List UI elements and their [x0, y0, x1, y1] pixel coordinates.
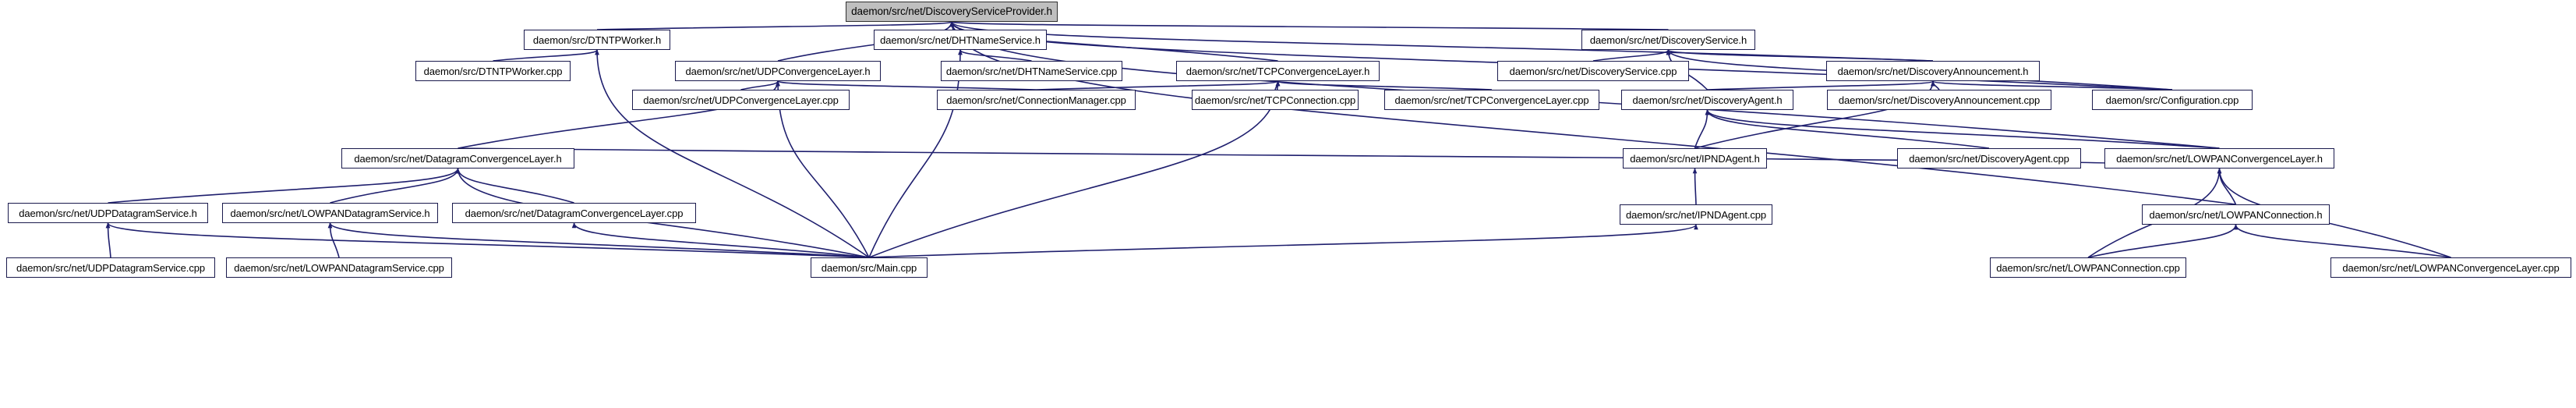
graph-edge: [2233, 224, 2451, 258]
graph-node[interactable]: daemon/src/net/TCPConvergenceLayer.cpp: [1384, 90, 1599, 110]
graph-edge: [1931, 80, 1940, 90]
graph-edge: [949, 21, 1934, 62]
graph-edge: [2087, 224, 2239, 258]
graph-edge: [105, 222, 870, 258]
graph-edge: [455, 168, 574, 204]
graph-edge: [2217, 168, 2237, 205]
graph-node[interactable]: daemon/src/net/UDPConvergenceLayer.h: [675, 61, 881, 81]
graph-edge: [493, 49, 599, 62]
graph-node[interactable]: daemon/src/net/LOWPANConvergenceLayer.cp…: [2330, 257, 2571, 278]
graph-edge: [1705, 109, 1990, 149]
graph-node[interactable]: daemon/src/net/DHTNameService.cpp: [941, 61, 1122, 81]
graph-node[interactable]: daemon/src/net/IPNDAgent.cpp: [1620, 204, 1772, 225]
graph-edge: [776, 80, 1037, 90]
graph-node[interactable]: daemon/src/net/DiscoveryAnnouncement.cpp: [1827, 90, 2051, 110]
graph-edge: [1707, 80, 1935, 90]
graph-edge: [1931, 80, 2173, 90]
graph-node[interactable]: daemon/src/net/LOWPANConnection.h: [2142, 204, 2330, 225]
graph-node[interactable]: daemon/src/net/ConnectionManager.cpp: [937, 90, 1136, 110]
graph-edge: [1694, 109, 1710, 149]
graph-node[interactable]: daemon/src/Configuration.cpp: [2092, 90, 2253, 110]
graph-node[interactable]: daemon/src/net/TCPConvergenceLayer.h: [1176, 61, 1380, 81]
graph-node[interactable]: daemon/src/net/DiscoveryService.cpp: [1497, 61, 1689, 81]
graph-edge: [1275, 80, 1493, 90]
graph-edge: [108, 168, 461, 204]
graph-node[interactable]: daemon/src/net/DatagramConvergenceLayer.…: [341, 148, 574, 169]
graph-node[interactable]: daemon/src/net/LOWPANDatagramService.cpp: [226, 257, 452, 278]
graph-node[interactable]: daemon/src/net/DiscoveryAnnouncement.h: [1826, 61, 2040, 81]
graph-node[interactable]: daemon/src/net/UDPDatagramService.h: [8, 203, 208, 223]
graph-edge: [571, 222, 870, 258]
graph-node[interactable]: daemon/src/net/DiscoveryAgent.h: [1621, 90, 1793, 110]
graph-edge: [1692, 168, 1698, 205]
graph-node[interactable]: daemon/src/net/DiscoveryService.h: [1581, 30, 1755, 50]
graph-node[interactable]: daemon/src/net/DiscoveryAgent.cpp: [1897, 148, 2081, 169]
graph-edge: [330, 168, 461, 204]
graph-node[interactable]: daemon/src/net/DatagramConvergenceLayer.…: [452, 203, 696, 223]
graph-node-root[interactable]: daemon/src/net/DiscoveryServiceProvider.…: [846, 2, 1058, 22]
graph-node[interactable]: daemon/src/Main.cpp: [811, 257, 928, 278]
graph-edge: [327, 222, 340, 258]
graph-edge: [327, 222, 870, 258]
graph-node[interactable]: daemon/src/net/TCPConnection.cpp: [1192, 90, 1359, 110]
graph-node[interactable]: daemon/src/net/UDPConvergenceLayer.cpp: [632, 90, 850, 110]
graph-edge: [1036, 80, 1281, 90]
graph-edge: [868, 224, 1698, 258]
graph-node[interactable]: daemon/src/net/IPNDAgent.h: [1623, 148, 1767, 169]
graph-node[interactable]: daemon/src/net/LOWPANConnection.cpp: [1990, 257, 2186, 278]
graph-edge: [740, 80, 780, 90]
graph-edge: [596, 21, 954, 30]
graph-edge: [1592, 49, 1671, 62]
graph-node[interactable]: daemon/src/DTNTPWorker.h: [524, 30, 670, 50]
graph-edge: [949, 21, 1669, 30]
graph-edge: [958, 49, 1032, 62]
graph-edge: [105, 222, 111, 258]
graph-edge: [949, 21, 961, 30]
graph-edge: [1274, 80, 1281, 90]
graph-node[interactable]: daemon/src/net/LOWPANConvergenceLayer.h: [2104, 148, 2334, 169]
graph-node[interactable]: daemon/src/net/UDPDatagramService.cpp: [6, 257, 215, 278]
graph-edge: [1666, 49, 1934, 62]
graph-edge: [1705, 109, 2220, 149]
graph-node[interactable]: daemon/src/net/LOWPANDatagramService.h: [222, 203, 438, 223]
graph-node[interactable]: daemon/src/DTNTPWorker.cpp: [415, 61, 571, 81]
graph-node[interactable]: daemon/src/net/DHTNameService.h: [874, 30, 1047, 50]
